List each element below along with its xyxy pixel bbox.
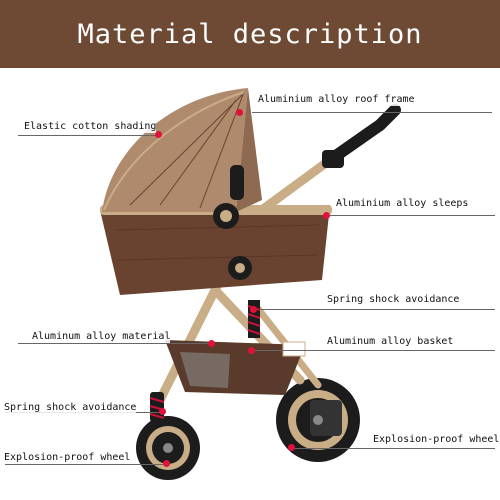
handlebar xyxy=(322,104,401,168)
callout-line-sleeps xyxy=(330,215,495,216)
callout-line-spring-right xyxy=(260,309,495,310)
marker-dot-shading xyxy=(155,131,162,138)
title-banner: Material description xyxy=(0,0,500,68)
basket xyxy=(165,340,306,395)
callout-line-wheel-left xyxy=(5,464,165,465)
label-material: Aluminum alloy material xyxy=(32,331,171,343)
marker-dot-wheel-right xyxy=(288,444,295,451)
label-spring-right: Spring shock avoidance xyxy=(327,294,460,306)
rear-wheel xyxy=(276,378,360,462)
folding-joints xyxy=(213,165,252,280)
callout-line-basket xyxy=(255,350,495,351)
label-basket: Aluminum alloy basket xyxy=(327,336,454,348)
label-cotton-shading: Elastic cotton shading xyxy=(24,121,157,133)
label-wheel-left: Explosion-proof wheel xyxy=(4,452,131,464)
callout-line-material xyxy=(18,343,213,344)
marker-dot-spring-right xyxy=(250,306,257,313)
marker-dot-wheel-left xyxy=(163,460,170,467)
front-wheel xyxy=(136,416,200,480)
callout-line-roof xyxy=(252,112,492,113)
marker-dot-material xyxy=(208,340,215,347)
marker-dot-spring-left xyxy=(159,408,166,415)
marker-dot-roof xyxy=(236,109,243,116)
marker-dot-basket xyxy=(248,347,255,354)
label-spring-left: Spring shock avoidance xyxy=(4,402,137,414)
stroller-image xyxy=(100,88,401,480)
label-roof-frame: Aluminium alloy roof frame xyxy=(258,94,415,106)
marker-dot-sleeps xyxy=(323,212,330,219)
front-spring xyxy=(149,392,165,422)
label-wheel-right: Explosion-proof wheel xyxy=(373,434,500,446)
label-sleeps: Aluminium alloy sleeps xyxy=(336,198,469,210)
callout-line-wheel-right xyxy=(295,448,495,449)
callout-line-shading xyxy=(18,135,158,136)
banner-title: Material description xyxy=(77,18,423,50)
